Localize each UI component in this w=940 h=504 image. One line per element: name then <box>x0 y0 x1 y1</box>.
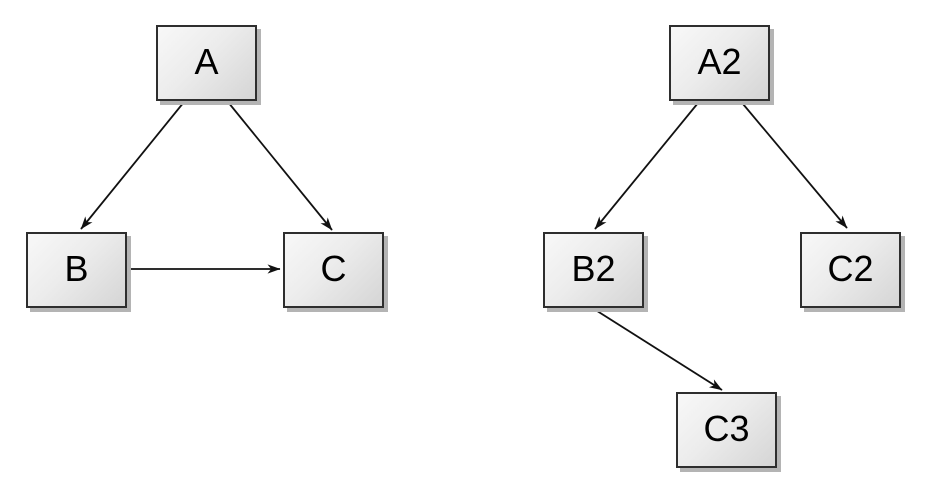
edge-A2-C2 <box>742 103 848 229</box>
node-B: B <box>26 232 127 308</box>
node-B2: B2 <box>543 232 644 308</box>
edge-A-C <box>227 101 333 231</box>
node-label: C2 <box>827 248 874 289</box>
node-A2: A2 <box>669 25 770 101</box>
node-label: B <box>64 248 89 289</box>
edge-A-B <box>80 101 185 230</box>
node-label: B2 <box>571 248 616 289</box>
edge-A2-B2 <box>594 102 699 230</box>
node-label: A <box>194 41 219 82</box>
node-C2: C2 <box>800 232 901 308</box>
node-A: A <box>156 25 257 101</box>
node-label: C3 <box>703 408 750 449</box>
node-C: C <box>283 232 384 308</box>
edge-B2-C3 <box>593 308 723 391</box>
node-C3: C3 <box>676 392 777 468</box>
node-label: A2 <box>697 41 742 82</box>
node-label: C <box>320 248 347 289</box>
